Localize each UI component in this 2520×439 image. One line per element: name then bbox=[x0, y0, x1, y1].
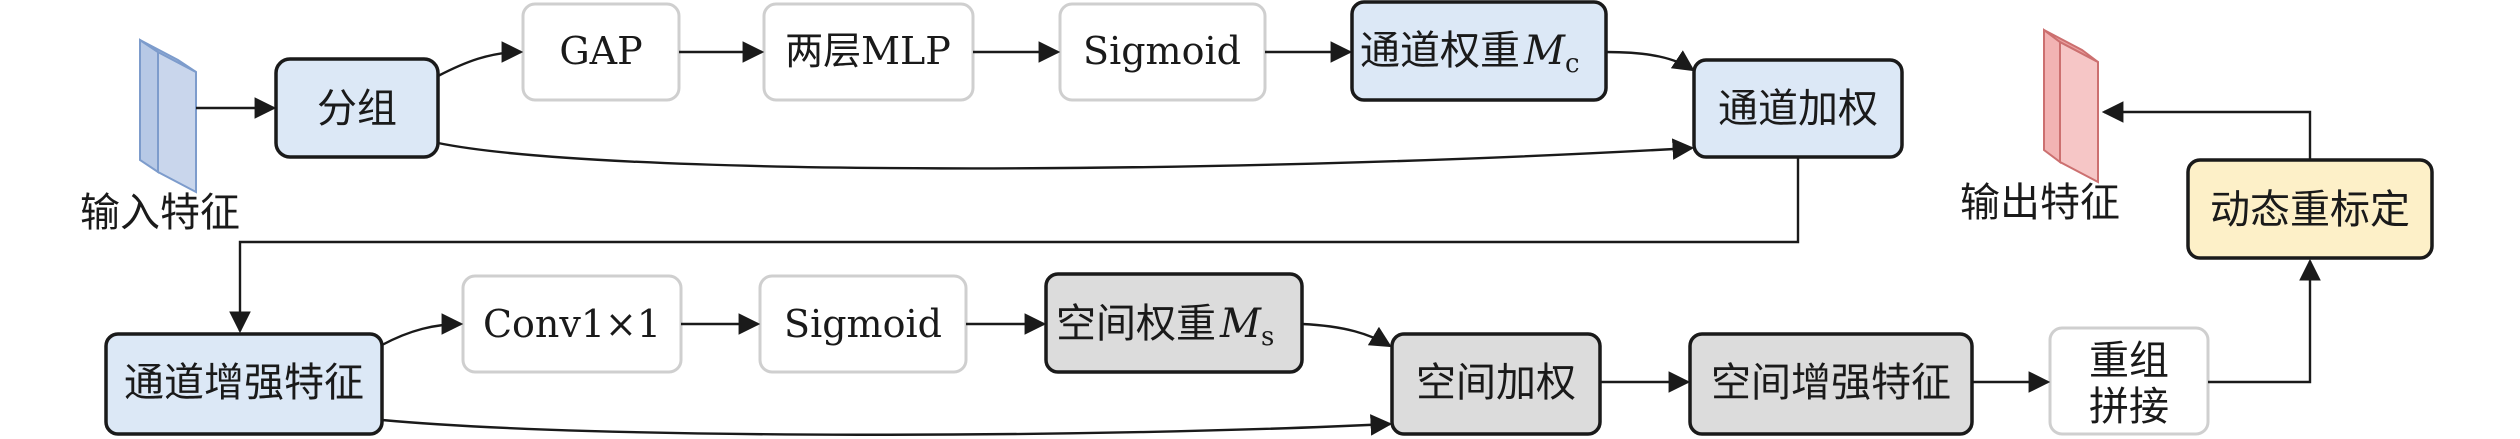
channel-weight-symbol: M bbox=[1523, 28, 1566, 74]
mlp-node: 两层MLP bbox=[762, 2, 975, 102]
sigmoid-bottom-label: Sigmoid bbox=[784, 302, 942, 346]
group-label: 分组 bbox=[317, 86, 397, 132]
channel-weighting-node: 通道加权 bbox=[1692, 58, 1904, 159]
output-feature-label: 输出特征 bbox=[1960, 180, 2120, 226]
gap-label: GAP bbox=[559, 29, 642, 73]
input-feature-cube bbox=[139, 38, 197, 194]
regroup-label-line1: 重组 bbox=[2089, 338, 2169, 384]
conv-label: Conv1×1 bbox=[483, 302, 661, 346]
recalibration-node: 动态重标定 bbox=[2186, 158, 2434, 260]
input-feature-label: 输入特征 bbox=[80, 190, 240, 236]
edge-group-skip-to-weighting bbox=[437, 138, 1695, 170]
edge-channel-enhanced-skip-to-spatial-weighting bbox=[381, 414, 1393, 436]
edge-group-to-gap bbox=[437, 41, 524, 78]
spatial-weight-label: 空间权重 bbox=[1056, 301, 1216, 347]
channel-enhanced-label: 通道增强特征 bbox=[124, 360, 364, 406]
regroup-node: 重组 拼接 bbox=[2048, 326, 2210, 436]
spatial-enhanced-label: 空间增强特征 bbox=[1711, 360, 1951, 406]
spatial-weighting-label: 空间加权 bbox=[1416, 360, 1576, 406]
edge-spatial-weight-to-weighting bbox=[1301, 322, 1392, 348]
channel-weight-sub: c bbox=[1565, 49, 1580, 79]
sigmoid-top-node: Sigmoid bbox=[1058, 2, 1267, 102]
spatial-weight-sub: s bbox=[1261, 322, 1274, 352]
output-feature-cube bbox=[2043, 28, 2099, 184]
edge-weighting-to-channel-enhanced bbox=[229, 157, 1800, 334]
channel-weighting-label: 通道加权 bbox=[1718, 86, 1878, 132]
regroup-label-line2: 拼接 bbox=[2089, 384, 2169, 430]
edge-channel-weight-to-weighting bbox=[1605, 50, 1695, 72]
conv-node: Conv1×1 bbox=[461, 274, 683, 374]
mlp-label: 两层MLP bbox=[785, 29, 951, 73]
channel-weight-label: 通道权重 bbox=[1360, 28, 1520, 74]
sigmoid-bottom-node: Sigmoid bbox=[758, 274, 968, 374]
sigmoid-top-label: Sigmoid bbox=[1083, 29, 1241, 73]
spatial-weighting-node: 空间加权 bbox=[1390, 332, 1602, 436]
spatial-enhanced-node: 空间增强特征 bbox=[1688, 332, 1974, 436]
channel-enhanced-node: 通道增强特征 bbox=[104, 332, 384, 436]
gap-node: GAP bbox=[521, 2, 681, 102]
recalibration-label: 动态重标定 bbox=[2210, 187, 2410, 233]
edge-recalibration-to-output bbox=[2101, 101, 2312, 160]
spatial-weight-symbol: M bbox=[1219, 301, 1262, 347]
group-node: 分组 bbox=[274, 57, 440, 159]
edge-channel-enhanced-to-conv bbox=[381, 313, 464, 347]
edge-regroup-to-recalibration bbox=[2208, 258, 2321, 384]
